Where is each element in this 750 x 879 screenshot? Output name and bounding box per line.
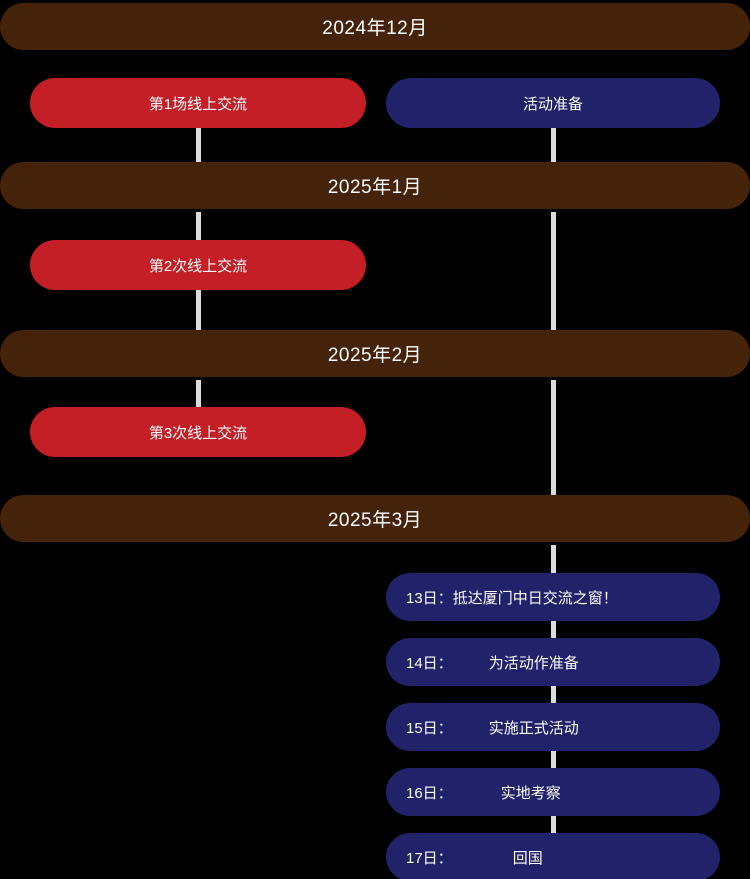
left-rail-seg-4	[196, 380, 201, 407]
month-label: 2025年2月	[327, 345, 423, 366]
online-exchange-event-pill[interactable]: 第3次线上交流	[30, 407, 366, 457]
day-activity-label: 回国	[512, 849, 543, 867]
right-rail-seg-4	[551, 545, 556, 573]
day-schedule-pill[interactable]: 14日： 为活动作准备	[386, 638, 720, 686]
right-rail-seg-6	[551, 686, 556, 703]
right-rail-seg-7	[551, 751, 556, 768]
event-label: 活动准备	[522, 95, 583, 113]
day-number-label: 14日：	[406, 654, 453, 672]
right-rail-seg-1	[551, 128, 556, 162]
day-number-label: 17日：	[406, 849, 453, 867]
month-label: 2024年12月	[322, 18, 428, 39]
month-bar: 2025年1月	[0, 162, 750, 209]
left-rail-seg-2	[196, 212, 201, 240]
day-schedule-pill[interactable]: 16日： 实地考察	[386, 768, 720, 816]
left-rail-seg-3	[196, 290, 201, 330]
month-label: 2025年3月	[327, 510, 423, 531]
day-number-label: 16日：	[406, 784, 453, 802]
day-schedule-pill[interactable]: 17日： 回国	[386, 833, 720, 879]
month-bar: 2025年2月	[0, 330, 750, 377]
day-activity-label: 实地考察	[500, 784, 561, 802]
right-rail-seg-8	[551, 816, 556, 833]
event-label: 第1场线上交流	[148, 95, 248, 113]
right-rail-seg-3	[551, 380, 556, 495]
preparation-event-pill[interactable]: 活动准备	[386, 78, 720, 128]
day-schedule-pill[interactable]: 13日：抵达厦门中日交流之窗！	[386, 573, 720, 621]
month-label: 2025年1月	[327, 177, 423, 198]
event-label: 第3次线上交流	[148, 424, 248, 442]
day-number-label: 13日：	[406, 589, 453, 607]
day-schedule-pill[interactable]: 15日： 实施正式活动	[386, 703, 720, 751]
right-rail-seg-2	[551, 212, 556, 330]
online-exchange-event-pill[interactable]: 第2次线上交流	[30, 240, 366, 290]
left-rail-seg-1	[196, 128, 201, 162]
month-bar: 2024年12月	[0, 3, 750, 50]
online-exchange-event-pill[interactable]: 第1场线上交流	[30, 78, 366, 128]
event-label: 第2次线上交流	[148, 257, 248, 275]
day-activity-label: 实施正式活动	[488, 719, 579, 737]
month-bar: 2025年3月	[0, 495, 750, 542]
day-activity-label: 抵达厦门中日交流之窗！	[452, 589, 618, 607]
right-rail-seg-5	[551, 621, 556, 638]
day-number-label: 15日：	[406, 719, 453, 737]
day-activity-label: 为活动作准备	[488, 654, 579, 672]
